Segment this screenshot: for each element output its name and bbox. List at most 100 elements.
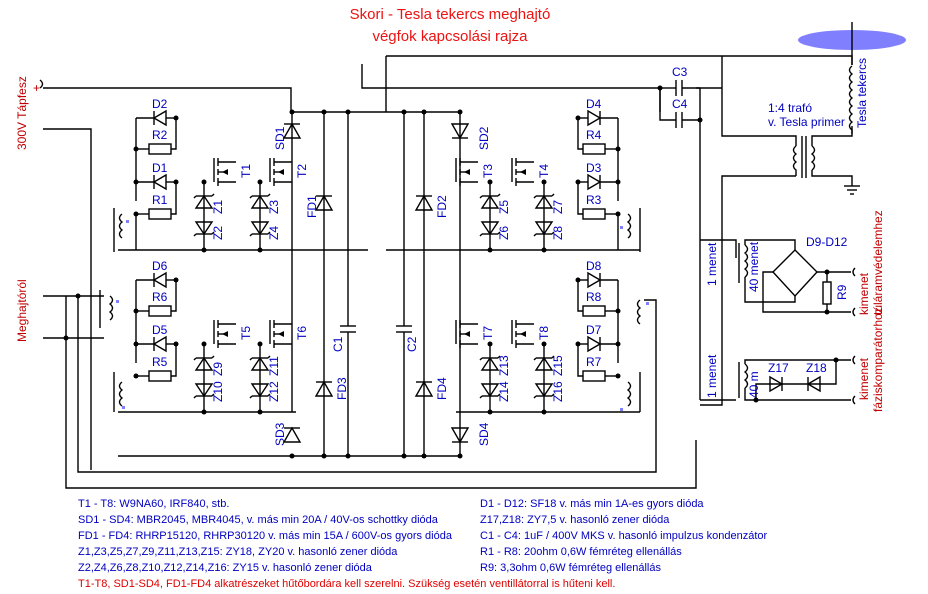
label-c3-vis: C3 [672,65,688,79]
label-fd2: FD2 [435,195,449,218]
label-z16: Z16 [551,381,565,402]
label-t1: T1 [239,164,253,178]
label-z9: Z9 [211,362,225,376]
label-z13: Z13 [497,355,511,376]
label-r5: R5 [152,355,168,369]
diode-D5 [152,335,167,353]
warning-note: T1-T8, SD1-SD4, FD1-FD4 alkatrészeket hű… [78,578,616,590]
resistor-r9 [822,281,832,305]
capacitor-c3 [657,80,700,96]
label-z8: Z8 [551,226,565,240]
label-z17: Z17 [768,361,789,375]
gate-coil-5 [636,299,642,325]
schottky-sd3 [282,426,302,443]
label-t7: T7 [481,326,495,340]
gate-coil-driver [108,295,114,321]
label-z5: Z5 [497,200,511,214]
label-c2: C2 [405,336,419,352]
label-r2: R2 [152,128,168,142]
fast-diode-fd4 [414,380,434,397]
gate-coil-3 [118,381,124,407]
label-t8: T8 [537,326,551,340]
current-transformer-2 [738,355,856,405]
label-d5: D5 [152,323,168,337]
label-z6: Z6 [497,226,511,240]
label-t6: T6 [295,326,309,340]
transistor-t3 [464,169,470,175]
transistor-t2 [278,169,284,175]
label-z7: Z7 [551,200,565,214]
label-fd4: FD4 [435,377,449,400]
label-r8: R8 [586,290,602,304]
label-d1: D1 [152,161,168,175]
label-t2: T2 [295,164,309,178]
driver-input-label: Meghajtóról [15,279,29,342]
diode-D6 [152,271,167,289]
label-fd1: FD1 [305,195,319,218]
label-d7: D7 [586,323,602,337]
transistor-t5 [222,331,228,337]
label-z14: Z14 [497,381,511,402]
label-sd1: SD1 [273,126,287,150]
transformer-label-1: 1:4 trafó [768,101,812,115]
driver-loop-inner [77,296,657,473]
resistor-R4 [582,143,606,155]
label-d8: D8 [586,259,602,273]
title-line-2: végfok kapcsolási rajza [372,28,528,45]
label-z1: Z1 [211,200,225,214]
ct1-secondary-label: 40 menet [747,241,761,292]
transformer-label-2: v. Tesla primer [768,115,845,129]
label-d4: D4 [586,97,602,111]
transistor-t6 [278,331,284,337]
diode-D8 [587,271,602,289]
label-sd4: SD4 [477,422,491,446]
cap-wire [361,64,661,112]
supply-label: 300V Tápfesz [15,76,29,150]
transistor-t1 [222,169,228,175]
fast-diode-fd3 [314,380,334,397]
resistor-R3 [582,208,606,220]
resistor-R2 [148,143,172,155]
label-r4: R4 [586,128,602,142]
supply-plus-label: + [33,81,40,95]
label-z2: Z2 [211,226,225,240]
title-line-1: Skori - Tesla tekercs meghajtó [349,6,551,23]
ct1-primary-label: 1 menet [705,242,719,286]
diode-D1 [152,173,167,191]
overcurrent-output-label-1: kimenet [857,272,871,315]
tesla-coil-label: Tesla tekercs [855,58,869,128]
label-sd3: SD3 [273,422,287,446]
diode-D2 [152,109,167,127]
label-z10: Z10 [211,381,225,402]
resistor-R8 [582,305,606,317]
capacitor-c4 [659,88,703,200]
resistor-R6 [148,305,172,317]
label-r7: R7 [586,355,602,369]
label-sd2: SD2 [477,126,491,150]
label-z3: Z3 [267,200,281,214]
note-left-1: T1 - T8: W9NA60, IRF840, stb. [78,498,230,510]
label-r3: R3 [586,193,602,207]
overcurrent-output-label-2: túláramvédelemhez [871,210,885,315]
note-right-3: C1 - C4: 1uF / 400V MKS v. hasonló impul… [480,530,768,542]
label-z11: Z11 [267,356,281,376]
label-c1: C1 [331,336,345,352]
note-left-4: Z1,Z3,Z5,Z7,Z9,Z11,Z13,Z15: ZY18, ZY20 v… [78,546,398,558]
label-d3: D3 [586,161,602,175]
gate-coil-4 [626,381,632,407]
label-t3: T3 [481,164,495,178]
phase-output-label-1: kimenet [857,357,871,400]
diode-D7 [587,335,602,353]
transistor-t4 [520,169,526,175]
transistor-t8 [520,331,526,337]
label-t5: T5 [239,326,253,340]
current-transformer-1 [738,239,856,317]
output-wire-top [386,55,853,65]
label-t4: T4 [537,164,551,178]
gate-coil-2 [626,213,632,239]
label-r9: R9 [835,284,849,300]
supply-minus-wire [43,128,92,470]
note-left-2: SD1 - SD4: MBR2045, MBR4045, v. más min … [78,514,438,526]
